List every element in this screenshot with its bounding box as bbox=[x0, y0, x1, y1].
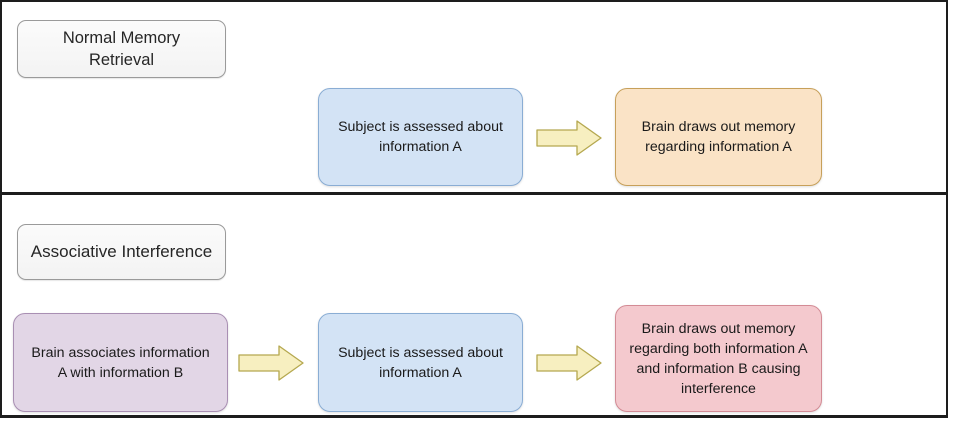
section-label-normal-memory-retrieval: Normal Memory Retrieval bbox=[17, 20, 226, 78]
right-gutter bbox=[948, 0, 960, 422]
arrow-right-icon-top bbox=[536, 119, 602, 157]
node-bottom-subject-assessed: Subject is assessed about information A bbox=[318, 313, 523, 412]
arrow-right-icon-bottom-1 bbox=[238, 344, 304, 382]
node-bottom-subject-line2: information A bbox=[379, 364, 462, 381]
node-bottom-assoc-line2: A with information B bbox=[57, 364, 184, 381]
node-bottom-brain-line3: and information B causing bbox=[636, 360, 801, 377]
section-label-normal-line2: Retrieval bbox=[88, 51, 155, 69]
frame-right-border bbox=[946, 0, 948, 422]
frame-top-border bbox=[0, 0, 948, 2]
frame-bottom-border bbox=[0, 415, 948, 418]
node-bottom-brain-line1: Brain draws out memory bbox=[641, 320, 796, 337]
section-label-associative-interference: Associative Interference bbox=[17, 224, 226, 280]
section-label-normal-line1: Normal Memory bbox=[62, 29, 181, 47]
node-top-subject-line2: information A bbox=[379, 139, 462, 155]
node-top-subject-line1: Subject is assessed about bbox=[338, 119, 503, 135]
node-top-brain-draws-memory: Brain draws out memory regarding informa… bbox=[615, 88, 822, 186]
arrow-right-icon-bottom-2 bbox=[536, 344, 602, 382]
section-label-assoc-text: Associative Interference bbox=[30, 242, 213, 261]
node-bottom-brain-interference: Brain draws out memory regarding both in… bbox=[615, 305, 822, 412]
node-top-brain-line1: Brain draws out memory bbox=[641, 119, 796, 135]
bottom-gutter bbox=[0, 418, 960, 422]
node-top-brain-line2: regarding information A bbox=[645, 139, 792, 155]
frame-left-border bbox=[0, 0, 2, 422]
node-bottom-assoc-line1: Brain associates information bbox=[31, 344, 210, 361]
node-top-subject-assessed: Subject is assessed about information A bbox=[318, 88, 523, 186]
node-bottom-subject-line1: Subject is assessed about bbox=[338, 344, 503, 361]
section-divider bbox=[0, 192, 948, 195]
node-bottom-brain-line4: interference bbox=[681, 380, 756, 397]
node-bottom-brain-associates: Brain associates information A with info… bbox=[13, 313, 228, 412]
node-bottom-brain-line2: regarding both information A bbox=[629, 340, 808, 357]
